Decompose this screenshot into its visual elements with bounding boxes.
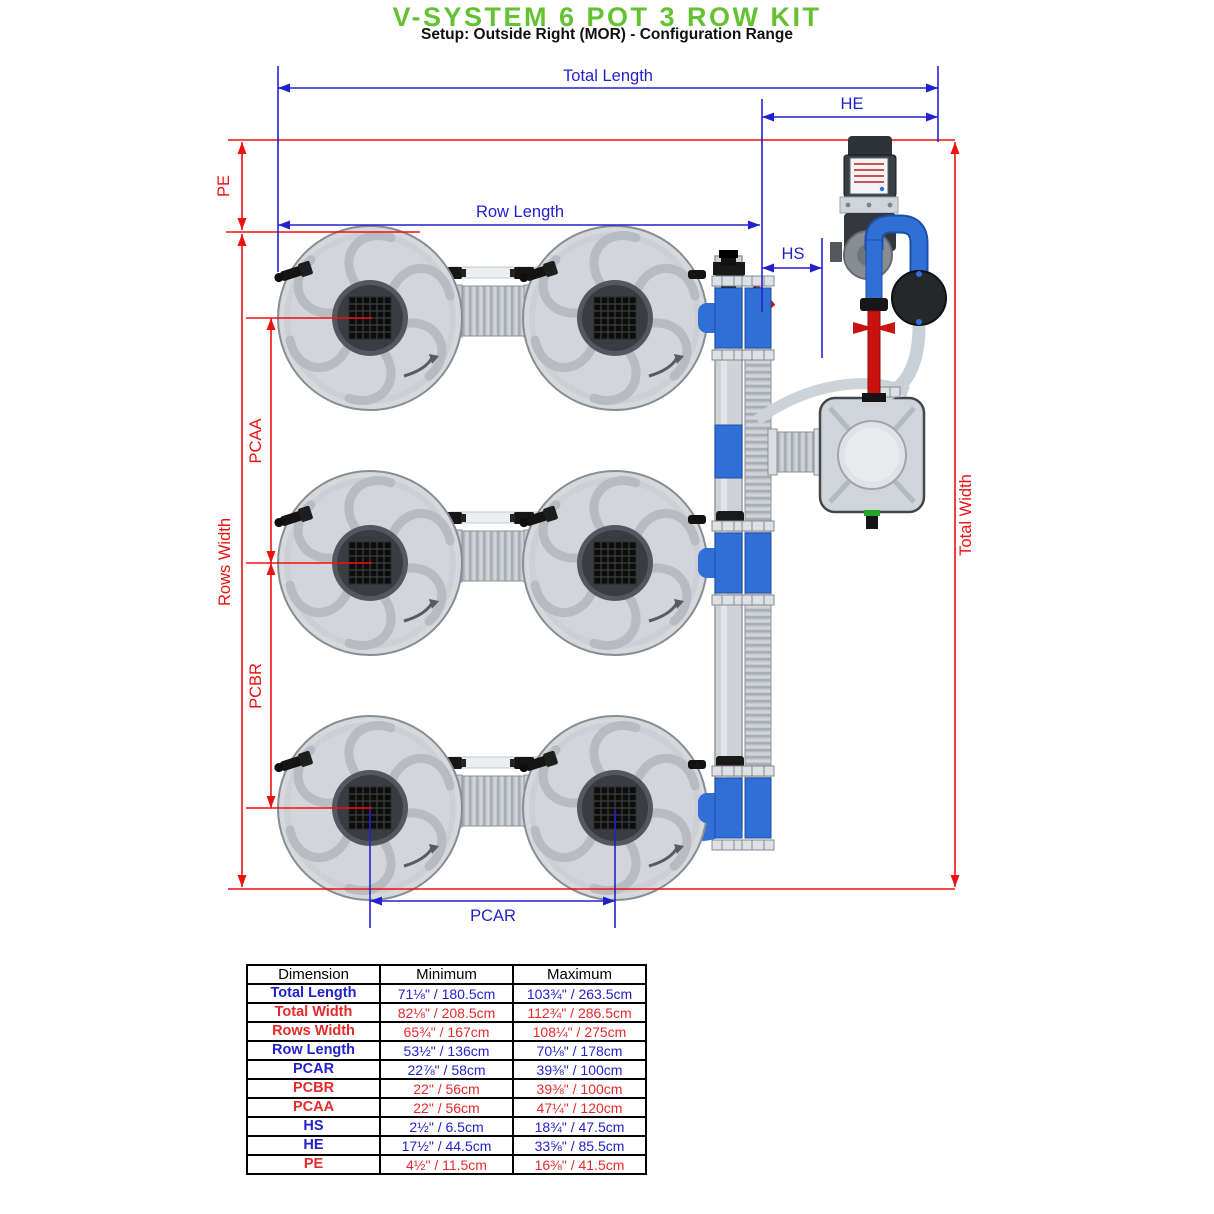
max-cell: 39⅜" / 100cm (512, 1078, 647, 1099)
dimension-cell: PCAR (246, 1059, 381, 1080)
dimension-cell: Rows Width (246, 1021, 381, 1042)
max-cell: 70⅛" / 178cm (512, 1040, 647, 1061)
table-row: PCAA 22" / 56cm 47¼" / 120cm (246, 1097, 647, 1118)
dimension-cell: Row Length (246, 1040, 381, 1061)
table-row: HS 2½" / 6.5cm 18¾" / 47.5cm (246, 1116, 647, 1137)
dimension-cell: Total Width (246, 1002, 381, 1023)
pot-array (272, 224, 776, 902)
max-cell: 103¾" / 263.5cm (512, 983, 647, 1004)
max-cell: 16⅜" / 41.5cm (512, 1154, 647, 1175)
min-cell: 4½" / 11.5cm (379, 1154, 514, 1175)
reservoir (818, 396, 926, 529)
min-cell: 17½" / 44.5cm (379, 1135, 514, 1156)
page-subtitle: Setup: Outside Right (MOR) - Configurati… (421, 26, 793, 43)
red-dimensions: PE Rows Width PCAA PCBR Total Width (215, 139, 975, 890)
dimension-cell: PCAA (246, 1097, 381, 1118)
max-cell: 18¾" / 47.5cm (512, 1116, 647, 1137)
min-cell: 22" / 56cm (379, 1078, 514, 1099)
table-row: PCAR 22⅞" / 58cm 39⅜" / 100cm (246, 1059, 647, 1080)
header-dimension: Dimension (246, 964, 381, 985)
min-cell: 22" / 56cm (379, 1097, 514, 1118)
max-cell: 112¾" / 286.5cm (512, 1002, 647, 1023)
max-cell: 33⅝" / 85.5cm (512, 1135, 647, 1156)
red-valve-handle (853, 322, 874, 334)
dimensions-table: Dimension Minimum Maximum Total Length 7… (246, 964, 647, 1175)
table-header-row: Dimension Minimum Maximum (246, 964, 647, 985)
reservoir-feed-hose (771, 431, 821, 473)
dimension-cell: HS (246, 1116, 381, 1137)
label-hs: HS (782, 245, 805, 263)
min-cell: 71⅛" / 180.5cm (379, 983, 514, 1004)
max-cell: 47¼" / 120cm (512, 1097, 647, 1118)
label-pcar: PCAR (470, 907, 516, 925)
table-row: Row Length 53½" / 136cm 70⅛" / 178cm (246, 1040, 647, 1061)
label-total-length: Total Length (563, 67, 653, 85)
label-pcaa: PCAA (247, 419, 265, 464)
dimension-cell: Total Length (246, 983, 381, 1004)
min-cell: 65¾" / 167cm (379, 1021, 514, 1042)
max-cell: 39⅜" / 100cm (512, 1059, 647, 1080)
label-he: HE (841, 95, 864, 113)
air-pump (891, 270, 947, 326)
label-row-length: Row Length (476, 203, 564, 221)
table-row: Rows Width 65¾" / 167cm 108¼" / 275cm (246, 1021, 647, 1042)
table-row: Total Width 82⅛" / 208.5cm 112¾" / 286.5… (246, 1002, 647, 1023)
label-pcbr: PCBR (247, 663, 265, 709)
red-feed-pipe (853, 298, 895, 402)
dimension-cell: PE (246, 1154, 381, 1175)
label-rows-width: Rows Width (216, 518, 234, 606)
dimension-cell: HE (246, 1135, 381, 1156)
min-cell: 82⅛" / 208.5cm (379, 1002, 514, 1023)
kit-diagram: PE Rows Width PCAA PCBR Total Width (215, 66, 975, 928)
label-total-width: Total Width (957, 474, 975, 556)
header-maximum: Maximum (512, 964, 647, 985)
water-pump (830, 214, 929, 316)
table-row: Total Length 71⅛" / 180.5cm 103¾" / 263.… (246, 983, 647, 1004)
min-cell: 2½" / 6.5cm (379, 1116, 514, 1137)
page-title: V-SYSTEM 6 POT 3 ROW KIT (392, 2, 822, 32)
min-cell: 22⅞" / 58cm (379, 1059, 514, 1080)
dimension-cell: PCBR (246, 1078, 381, 1099)
table-row: PE 4½" / 11.5cm 16⅜" / 41.5cm (246, 1154, 647, 1175)
head-equipment (753, 136, 947, 529)
header-minimum: Minimum (379, 964, 514, 985)
min-cell: 53½" / 136cm (379, 1040, 514, 1061)
reservoir-drain-cap (864, 510, 880, 516)
max-cell: 108¼" / 275cm (512, 1021, 647, 1042)
blue-dimensions: Total Length HE Row Length HS PCAR (277, 66, 939, 928)
label-pe: PE (215, 175, 233, 197)
table-row: PCBR 22" / 56cm 39⅜" / 100cm (246, 1078, 647, 1099)
table-row: HE 17½" / 44.5cm 33⅝" / 85.5cm (246, 1135, 647, 1156)
